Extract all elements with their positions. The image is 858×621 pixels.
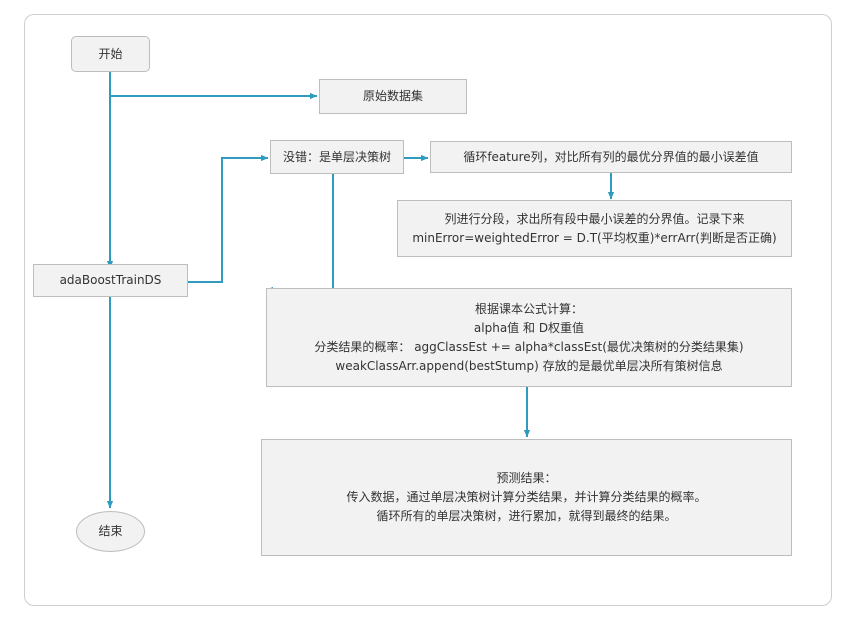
node-end-label: 结束 [98, 524, 123, 538]
node-dataset-label: 原始数据集 [362, 89, 423, 103]
node-formula-calc[interactable]: 根据课本公式计算： alpha值 和 D权重值 分类结果的概率： aggClas… [266, 288, 792, 387]
node-end[interactable]: 结束 [76, 511, 145, 552]
node-start[interactable]: 开始 [71, 36, 150, 72]
node-segment-min-error-label: 列进行分段，求出所有段中最小误差的分界值。记录下来 minError=weigh… [412, 211, 777, 245]
node-ada-boost-train-ds-label: adaBoostTrainDS [59, 273, 162, 287]
node-start-label: 开始 [98, 46, 123, 61]
node-predict-result[interactable]: 预测结果： 传入数据，通过单层决策树计算分类结果，并计算分类结果的概率。 循环所… [261, 439, 792, 556]
node-predict-result-label: 预测结果： 传入数据，通过单层决策树计算分类结果，并计算分类结果的概率。 循环所… [346, 471, 707, 523]
node-ada-boost-train-ds[interactable]: adaBoostTrainDS [33, 264, 188, 297]
node-decision-stump-label: 没错：是单层决策树 [282, 149, 391, 164]
node-feature-loop[interactable]: 循环feature列，对比所有列的最优分界值的最小误差值 [430, 141, 792, 173]
node-dataset[interactable]: 原始数据集 [319, 79, 467, 114]
node-segment-min-error[interactable]: 列进行分段，求出所有段中最小误差的分界值。记录下来 minError=weigh… [397, 200, 792, 257]
node-feature-loop-label: 循环feature列，对比所有列的最优分界值的最小误差值 [463, 149, 759, 164]
node-formula-calc-label: 根据课本公式计算： alpha值 和 D权重值 分类结果的概率： aggClas… [314, 301, 744, 373]
node-decision-stump[interactable]: 没错：是单层决策树 [270, 140, 404, 174]
